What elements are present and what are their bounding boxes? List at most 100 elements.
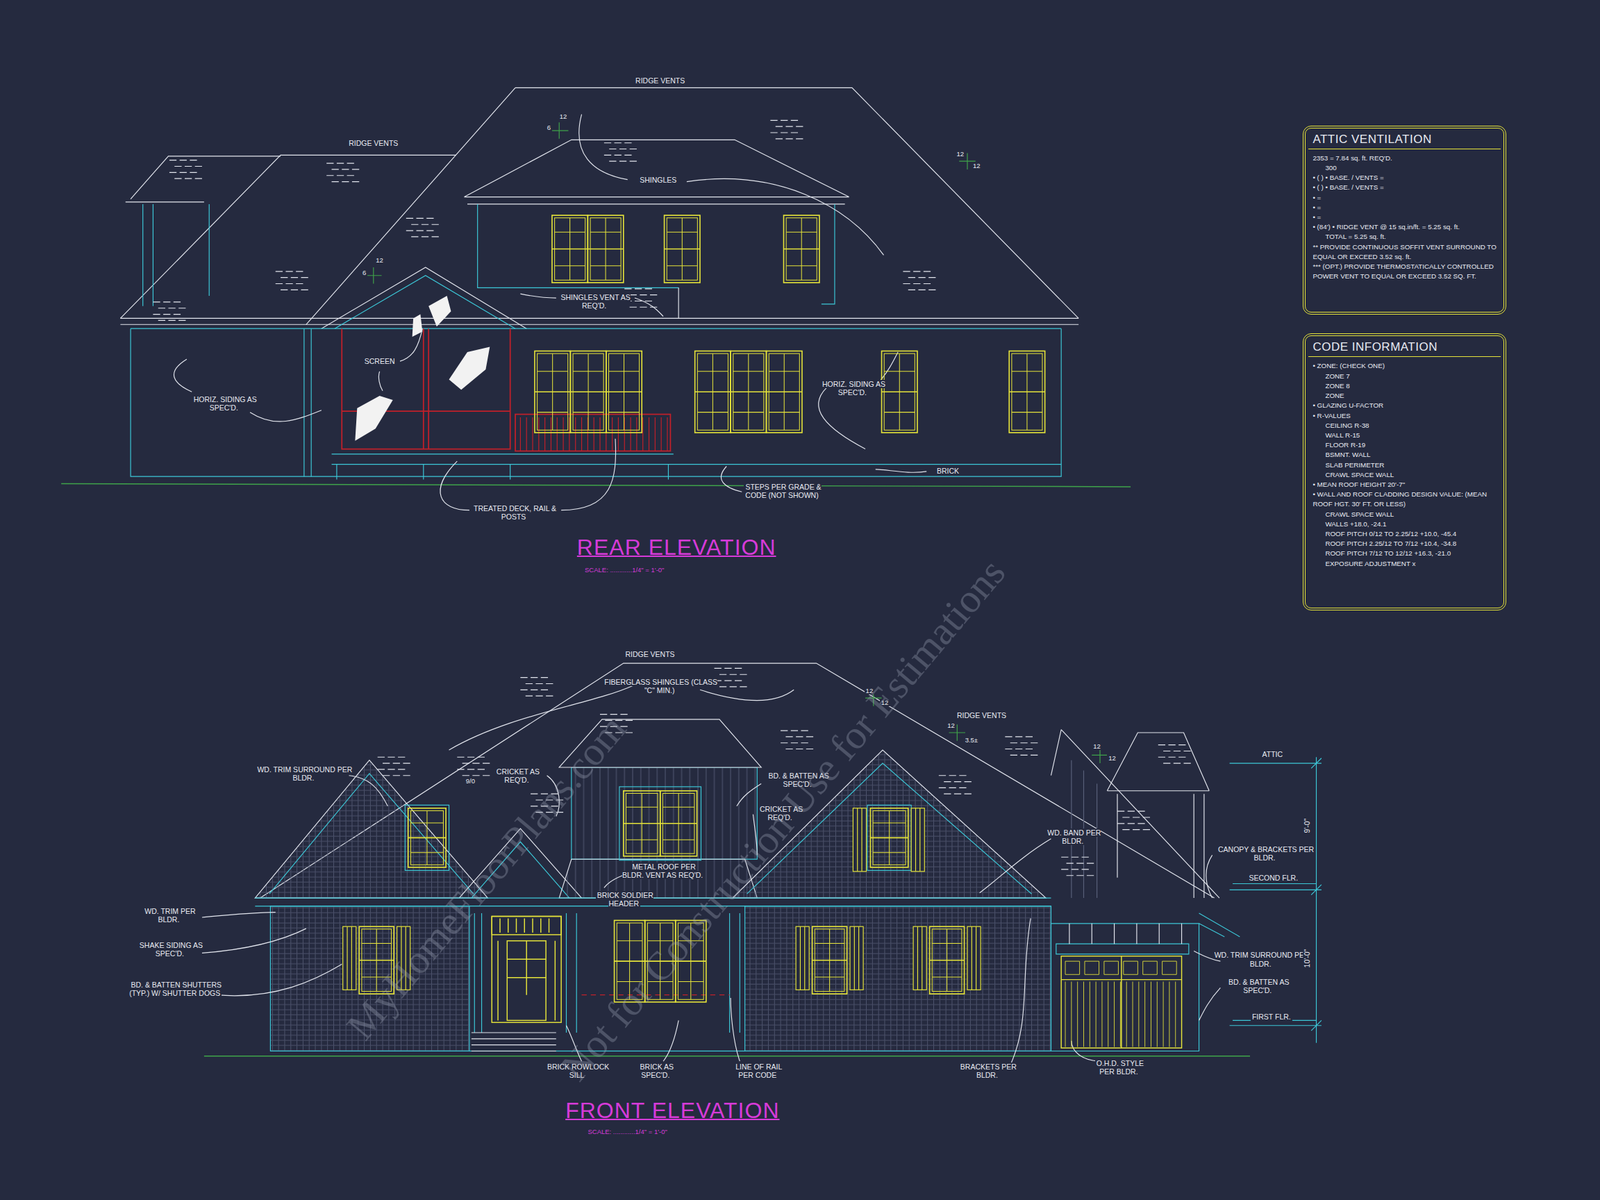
window: [730, 350, 766, 433]
table-row: • MEAN ROOF HEIGHT 20'-7": [1312, 479, 1496, 490]
shutter: [967, 926, 981, 990]
table-row: 300: [1312, 163, 1496, 173]
table-row: WALL R-15: [1312, 430, 1496, 441]
shingle-symbol: [1004, 736, 1038, 755]
note-label: BD. & BATTEN SHUTTERS (TYP.) W/ SHUTTER …: [125, 980, 226, 998]
table-row: • (84') • RIDGE VENT @ 15 sq.in/ft. = 5.…: [1312, 222, 1496, 232]
dimension: 10'-0": [1302, 936, 1312, 982]
table-row: ROOF PITCH 0/12 TO 2.25/12 +10.0, -45.4: [1312, 529, 1496, 539]
table-row: CRAWL SPACE WALL: [1312, 509, 1496, 520]
scale-note: SCALE: ............1/4" = 1'-0": [552, 566, 696, 575]
table-row: • GLAZING U-FACTOR: [1312, 400, 1496, 411]
shingle-symbol: [326, 163, 360, 182]
info-table: ATTIC VENTILATION 2353 = 7.84 sq. ft. REQ…: [1302, 125, 1506, 315]
note-label: WD. TRIM PER BLDR.: [137, 906, 201, 924]
note-label: RIDGE VENTS: [935, 711, 1028, 720]
view-title: FRONT ELEVATION: [539, 1097, 805, 1124]
pitch-number: 12: [556, 113, 571, 121]
note-label: RIDGE VENTS: [604, 650, 696, 659]
note-label: STEPS PER GRADE & CODE (NOT SHOWN): [736, 482, 829, 500]
shingle-symbol: [902, 271, 936, 290]
table-row: ZONE 8: [1312, 381, 1496, 391]
shingle-symbol: [938, 775, 972, 794]
shutter: [343, 926, 357, 990]
shutter: [911, 808, 925, 872]
table-row: TOTAL = 5.25 sq. ft.: [1312, 231, 1496, 242]
shingle-symbol: [456, 756, 490, 775]
pitch-number: 6: [543, 124, 555, 132]
note-label: WD. TRIM SURROUND PER BLDR.: [245, 765, 363, 782]
window: [766, 350, 803, 433]
note-label: SHINGLES VENT AS REQ'D.: [549, 293, 641, 310]
table-row: ** PROVIDE CONTINUOUS SOFFIT VENT SURROU…: [1312, 242, 1496, 262]
shutter: [852, 808, 866, 872]
note-label: HORIZ. SIDING AS SPEC'D.: [183, 395, 266, 412]
pitch-number: 9/0: [459, 777, 482, 786]
table-row: CEILING R-38: [1312, 420, 1496, 431]
shingle-symbol: [152, 302, 186, 321]
shingle-symbol: [169, 160, 203, 179]
note-label: RIDGE VENTS: [614, 76, 707, 85]
shingle-symbol: [780, 730, 814, 749]
shingle-symbol: [1061, 856, 1094, 875]
table-row: • ZONE: (CHECK ONE): [1312, 361, 1496, 371]
shutter: [850, 926, 864, 990]
note-label: TREATED DECK, RAIL & POSTS: [463, 504, 566, 521]
note-label: LINE OF RAIL PER CODE: [726, 1062, 790, 1080]
trim: [867, 804, 912, 871]
table-heading: ATTIC VENTILATION: [1308, 131, 1500, 150]
pitch-number: 12: [969, 162, 985, 171]
note-label: METAL ROOF PER BLDR. VENT AS REQ'D.: [621, 862, 705, 880]
scale-note: SCALE: ............1/4" = 1'-0": [556, 1128, 700, 1137]
window: [606, 350, 642, 433]
pitch-number: 12: [372, 256, 387, 265]
note-label: SECOND FLR.: [1237, 873, 1310, 882]
window: [929, 926, 965, 994]
window: [534, 350, 571, 433]
shutter: [795, 926, 810, 990]
pitch-number: 12: [943, 722, 959, 730]
window: [1009, 350, 1045, 433]
note-label: RIDGE VENTS: [327, 138, 420, 148]
table-row: • =: [1312, 193, 1496, 203]
table-row: EXPOSURE ADJUSTMENT x: [1312, 559, 1496, 569]
window: [587, 215, 623, 283]
table-row: • =: [1312, 202, 1496, 213]
window: [664, 215, 700, 283]
note-label: SHINGLES: [622, 175, 694, 185]
window: [408, 808, 446, 868]
shingle-symbol: [714, 668, 748, 687]
front-door: [491, 916, 562, 1023]
note-label: CANOPY & BRACKETS PER BLDR.: [1208, 845, 1323, 862]
shingle-symbol: [520, 677, 553, 696]
window: [552, 215, 588, 283]
info-table: CODE INFORMATION• ZONE: (CHECK ONE)ZONE …: [1302, 333, 1506, 610]
shingle-symbol: [1158, 745, 1191, 764]
table-row: SLAB PERIMETER: [1312, 460, 1496, 471]
table-row: *** (OPT.) PROVIDE THERMOSTATICALLY CONT…: [1312, 261, 1496, 282]
dimension: 9'-0": [1302, 804, 1312, 846]
note-label: FIRST FLR.: [1240, 1012, 1303, 1021]
table-row: CRAWL SPACE WALL: [1312, 470, 1496, 480]
note-label: WD. BAND PER BLDR.: [1036, 828, 1111, 846]
table-row: ROOF PITCH 7/12 TO 12/12 +16.3, -21.0: [1312, 548, 1496, 559]
table-heading: CODE INFORMATION: [1308, 338, 1500, 357]
window: [812, 926, 848, 994]
note-label: ATTIC: [1252, 750, 1294, 759]
note-label: SCREEN: [354, 356, 405, 366]
shingle-symbol: [275, 271, 309, 290]
note-label: HORIZ. SIDING AS SPEC'D.: [812, 379, 895, 397]
note-label: BRACKETS PER BLDR.: [956, 1062, 1020, 1080]
drawn-details: [152, 120, 1191, 1048]
note-label: SHAKE SIDING AS SPEC'D.: [130, 940, 211, 958]
table-row: 2353 = 7.84 sq. ft. REQ'D.: [1312, 153, 1496, 164]
window: [783, 215, 819, 283]
note-label: WD. TRIM SURROUND PER BLDR.: [1204, 950, 1319, 968]
shingle-symbol: [604, 143, 637, 162]
window: [881, 350, 918, 433]
table-row: FLOOR R-19: [1312, 440, 1496, 450]
table-row: ZONE 7: [1312, 371, 1496, 382]
table-row: BSMNT. WALL: [1312, 450, 1496, 460]
trim: [404, 804, 449, 871]
view-title: REAR ELEVATION: [543, 534, 810, 561]
